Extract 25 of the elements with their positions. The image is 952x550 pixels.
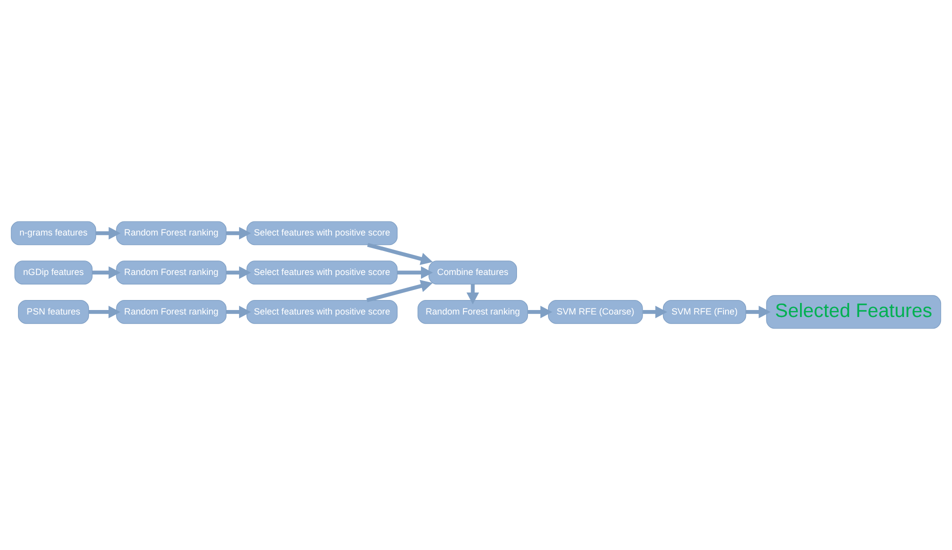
arrow bbox=[528, 306, 552, 318]
arrow bbox=[746, 306, 771, 318]
arrow bbox=[226, 226, 251, 240]
node-box: Random Forest ranking bbox=[116, 260, 226, 285]
arrow bbox=[642, 306, 668, 318]
node-box: Combine features bbox=[428, 260, 517, 285]
arrow bbox=[226, 266, 251, 279]
arrow bbox=[88, 306, 120, 318]
node-box: Select features with positive score bbox=[246, 260, 398, 285]
node-box: Random Forest ranking bbox=[116, 300, 226, 324]
arrow bbox=[96, 226, 121, 240]
node-box: SVM RFE (Fine) bbox=[662, 300, 746, 324]
arrow bbox=[92, 266, 121, 279]
node-box: Select features with positive score bbox=[246, 300, 398, 324]
node-box: SVM RFE (Coarse) bbox=[548, 300, 643, 324]
arrow bbox=[397, 266, 433, 279]
node-box: Random Forest ranking bbox=[116, 221, 226, 246]
node-box: PSN features bbox=[18, 300, 89, 324]
node-box: Random Forest ranking bbox=[418, 300, 528, 324]
arrow bbox=[226, 306, 251, 318]
arrow bbox=[466, 284, 480, 304]
node-box: Selected Features bbox=[766, 295, 942, 329]
node-box: nGDip features bbox=[14, 260, 93, 285]
node-box: Select features with positive score bbox=[246, 221, 398, 246]
node-box: n-grams features bbox=[10, 221, 96, 246]
